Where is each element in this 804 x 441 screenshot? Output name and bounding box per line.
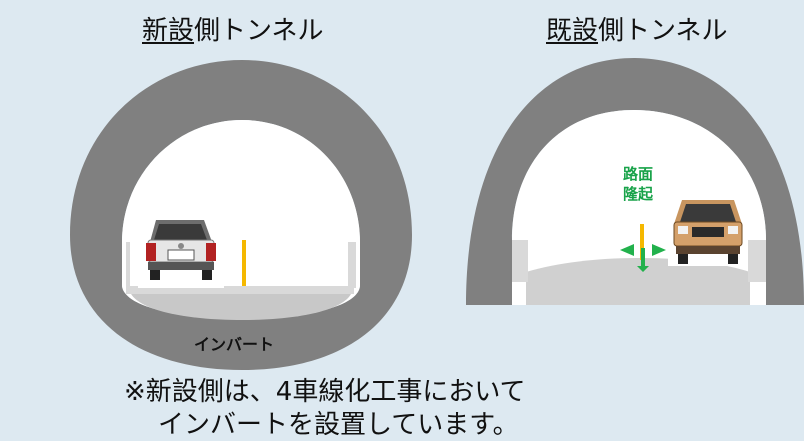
left-pole — [242, 240, 246, 286]
right-sidewalk-left — [512, 240, 528, 282]
left-tunnel-title-rest: 側トンネル — [194, 16, 324, 46]
right-tunnel-title: 既設側トンネル — [546, 10, 728, 47]
right-tunnel-lining — [466, 58, 804, 305]
left-sidewalk-left — [126, 242, 130, 288]
road-heave-label-line1: 路面 — [623, 165, 654, 183]
right-van — [668, 196, 748, 266]
right-tunnel-title-rest: 側トンネル — [598, 16, 728, 46]
left-tunnel — [70, 60, 412, 370]
right-heaved-road — [526, 258, 750, 305]
left-van — [138, 212, 224, 288]
left-invert — [130, 292, 352, 320]
right-tunnel-title-underlined: 既設 — [546, 16, 599, 46]
heave-arrow-icon — [620, 244, 666, 272]
road-heave-label-line2: 隆起 — [623, 185, 654, 203]
left-tunnel-title-underlined: 新設 — [142, 16, 195, 46]
left-tunnel-lining — [70, 60, 412, 370]
right-sidewalk-right — [748, 240, 766, 282]
road-heave-label: 路面 隆起 — [622, 164, 655, 204]
left-sidewalk-right — [348, 242, 356, 288]
note-line-2: インバートを設置しています。 — [158, 410, 519, 440]
right-tunnel — [466, 58, 804, 305]
left-road — [126, 286, 354, 294]
left-tunnel-title: 新設側トンネル — [142, 10, 324, 47]
right-pole — [640, 224, 644, 260]
note-line-1: ※新設側は、4車線化工事において — [124, 377, 526, 407]
invert-label: インバート — [194, 335, 275, 354]
